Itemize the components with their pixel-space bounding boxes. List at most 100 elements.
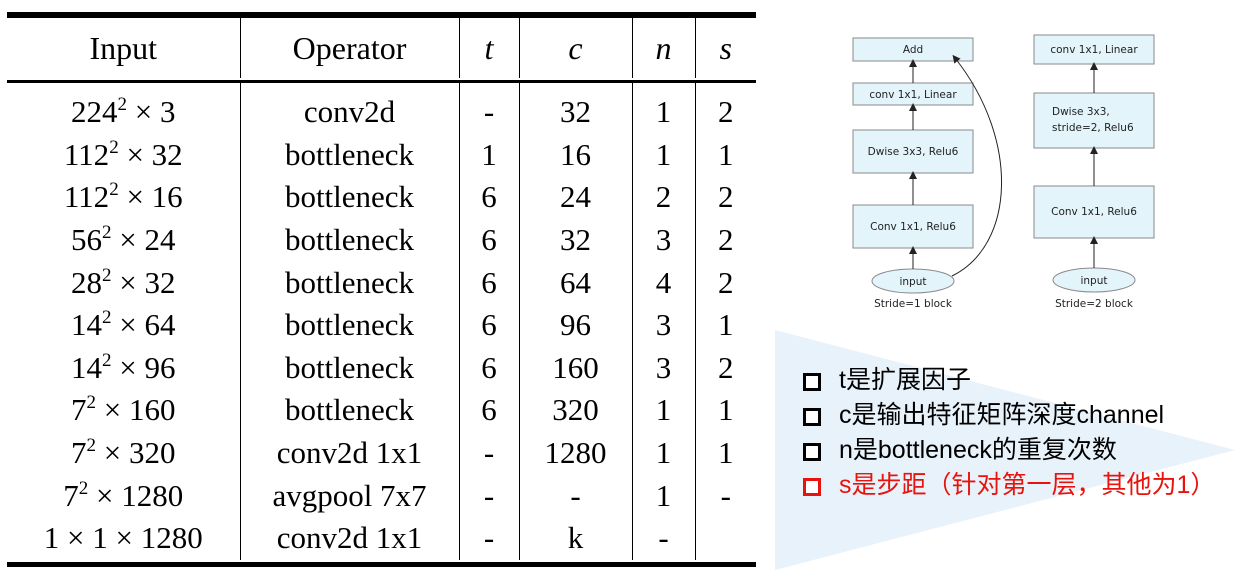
- header-input: Input: [89, 29, 158, 66]
- cell-s: -: [694, 474, 756, 517]
- cell-n: 1: [631, 431, 695, 475]
- input-exponent: 2: [102, 349, 112, 371]
- input-exponent: 2: [109, 179, 119, 201]
- stride1-add-label: Add: [903, 44, 923, 56]
- checkbox-icon: [803, 443, 821, 461]
- input-base: 7: [71, 392, 87, 428]
- header-t: t: [458, 18, 519, 78]
- cell-operator: bottleneck: [239, 218, 459, 262]
- input-rest: × 24: [111, 222, 176, 258]
- input-rest: × 32: [111, 264, 176, 300]
- stride1-skip-connection: [951, 54, 1003, 277]
- cell-operator: bottleneck: [239, 261, 459, 304]
- input-rest: × 320: [96, 435, 176, 471]
- cell-c: 32: [518, 218, 632, 262]
- cell-s: 2: [694, 83, 756, 134]
- input-rest: × 64: [111, 307, 176, 343]
- legend-text-t: t是扩展因子: [839, 366, 971, 394]
- cell-n: 1: [631, 389, 695, 432]
- cell-input: 1122 × 32: [7, 134, 240, 177]
- checkbox-icon: [803, 373, 821, 391]
- cell-c: 320: [518, 389, 632, 432]
- cell-s: 1: [694, 133, 756, 177]
- legend-item-s: s是步距（针对第一层，其他为1）: [800, 468, 1215, 503]
- stride2-conv-label: Conv 1x1, Relu6: [1051, 206, 1137, 218]
- cell-c: 64: [518, 261, 632, 304]
- cell-operator: bottleneck: [239, 176, 459, 219]
- input-base: 28: [71, 264, 102, 300]
- stride2-dwise-label-2: stride=2, Relu6: [1052, 122, 1134, 134]
- input-exponent: 2: [102, 222, 112, 244]
- cell-input: 142 × 64: [7, 304, 240, 347]
- cell-t: -: [458, 431, 519, 475]
- checkbox-icon: [803, 478, 821, 496]
- checkbox-icon: [803, 408, 821, 426]
- cell-s: [694, 516, 756, 560]
- table-mid-rule: [7, 80, 756, 83]
- input-exponent: 2: [102, 264, 112, 286]
- input-base: 112: [63, 136, 110, 172]
- legend-text-c: c是输出特征矩阵深度channel: [839, 401, 1165, 429]
- cell-n: 2: [631, 176, 695, 219]
- input-base: 7: [63, 477, 79, 513]
- stride2-dwise-box: [1033, 92, 1155, 149]
- cell-c: 160: [518, 346, 632, 390]
- legend-item-c: c是输出特征矩阵深度channel: [800, 398, 1215, 433]
- table-bottom-rule: [7, 561, 756, 567]
- cell-s: 1: [694, 431, 756, 475]
- cell-operator: bottleneck: [239, 133, 459, 177]
- cell-input: 142 × 96: [7, 347, 240, 390]
- input-base: 14: [71, 349, 102, 385]
- cell-input: 2242 × 3: [7, 83, 240, 134]
- stride1-conv-label: Conv 1x1, Relu6: [870, 221, 956, 233]
- cell-n: 1: [631, 133, 695, 177]
- cell-t: 6: [458, 261, 519, 304]
- input-base: 14: [71, 307, 102, 343]
- cell-input: 1122 × 16: [7, 176, 240, 219]
- cell-n: 1: [631, 83, 695, 134]
- stride2-conv-box: [1033, 185, 1155, 239]
- input-exponent: 2: [102, 307, 112, 329]
- cell-t: 6: [458, 346, 519, 390]
- cell-n: 3: [631, 303, 695, 347]
- cell-c: 32: [518, 83, 632, 134]
- input-exponent: 2: [109, 136, 119, 158]
- input-exponent: 2: [117, 94, 128, 116]
- cell-operator: bottleneck: [239, 346, 459, 390]
- input-exponent: 2: [86, 392, 97, 414]
- cell-operator: avgpool 7x7: [239, 474, 459, 517]
- cell-operator: bottleneck: [239, 389, 459, 432]
- input-rest: × 3: [127, 94, 176, 130]
- cell-s: 2: [694, 261, 756, 304]
- cell-s: 2: [694, 218, 756, 262]
- table-header-row: Input Operator t c n s: [7, 18, 756, 78]
- legend-text-n: n是bottleneck的重复次数: [839, 436, 1117, 464]
- input-rest: × 1280: [88, 477, 184, 513]
- cell-n: -: [631, 516, 695, 560]
- cell-t: -: [458, 516, 519, 560]
- cell-c: 1280: [518, 431, 632, 475]
- cell-input: 282 × 32: [7, 261, 240, 304]
- cell-c: k: [518, 516, 632, 560]
- stride1-linear-label: conv 1x1, Linear: [869, 89, 957, 101]
- cell-c: 16: [518, 133, 632, 177]
- input-rest: × 160: [96, 392, 176, 428]
- cell-input: 72 × 320: [7, 432, 240, 475]
- input-base: 56: [71, 222, 102, 258]
- cell-n: 3: [631, 218, 695, 262]
- header-operator: Operator: [239, 18, 459, 78]
- input-exponent: 2: [78, 477, 89, 499]
- legend-item-n: n是bottleneck的重复次数: [800, 433, 1215, 468]
- input-base: 224: [71, 94, 118, 130]
- cell-s: 1: [694, 389, 756, 432]
- input-base: 112: [63, 179, 110, 215]
